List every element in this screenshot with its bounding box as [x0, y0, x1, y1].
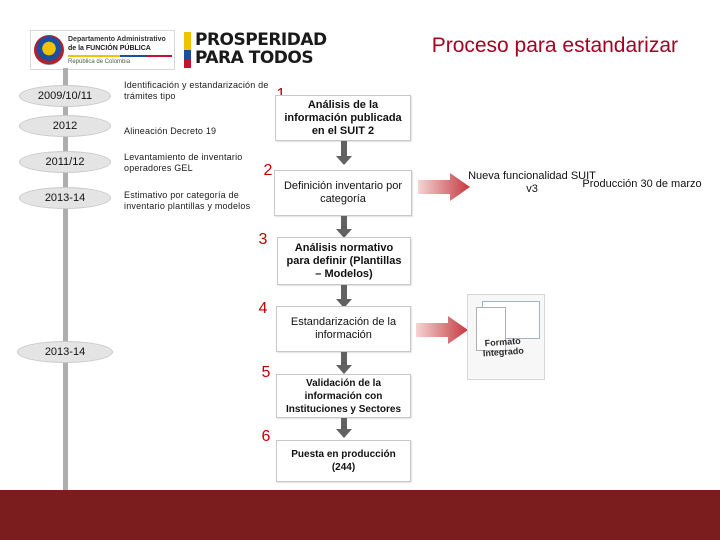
- formato-integrado-image: Formato Integrado: [467, 294, 545, 380]
- step-box: Análisis de la información publicada en …: [275, 95, 411, 141]
- right-arrow-icon: [416, 316, 468, 344]
- flag-stripe: [68, 55, 172, 57]
- flag-stripe-vertical: [184, 32, 191, 68]
- step-box: Análisis normativo para definir (Plantil…: [277, 237, 411, 285]
- nueva-funcionalidad-label: Nueva funcionalidad SUIT v3: [468, 170, 596, 195]
- milestone-text: Estimativo por categoría de inventario p…: [124, 190, 251, 211]
- campaign-logo-line2: PARA TODOS: [195, 48, 314, 68]
- right-arrow-icon: [418, 173, 470, 201]
- year-badge: 2009/10/11: [19, 85, 111, 107]
- formato-integrado-stamp: Formato Integrado: [482, 335, 525, 359]
- flow-arrow: [336, 352, 352, 374]
- step-box: Puesta en producción (244): [276, 440, 411, 482]
- coat-of-arms-icon: [34, 35, 64, 65]
- flow-arrow: [336, 216, 352, 238]
- milestone-text: Identificación y estandarización de trám…: [124, 80, 269, 101]
- step-number: 3: [253, 231, 273, 249]
- slide-title: Proceso para estandarizar: [431, 34, 678, 57]
- flow-arrow: [336, 141, 352, 165]
- step-number: 2: [258, 162, 278, 180]
- timeline-line: [63, 68, 68, 495]
- step-box: Estandarización de la información: [276, 306, 411, 352]
- year-badge: 2012: [19, 115, 111, 137]
- flow-arrow: [336, 285, 352, 308]
- step-number: 6: [256, 428, 276, 446]
- step-number: 5: [256, 364, 276, 382]
- function-publica-logo: Departamento Administrativo de la FUNCIÓ…: [30, 30, 175, 70]
- year-badge: 2013-14: [17, 341, 113, 363]
- document-thumbnail: [476, 307, 506, 351]
- step-box: Validación de la información con Institu…: [276, 374, 411, 418]
- gov-logo-line3: República de Colombia: [68, 59, 131, 65]
- gov-logo-line2: de la FUNCIÓN PÚBLICA: [68, 45, 151, 52]
- milestone-text: Alineación Decreto 19: [124, 126, 217, 136]
- year-badge: 2011/12: [19, 151, 111, 173]
- milestone-text: Levantamiento de inventario operadores G…: [124, 152, 243, 173]
- flow-arrow: [336, 418, 352, 438]
- year-badge: 2013-14: [19, 187, 111, 209]
- gov-logo-line1: Departamento Administrativo: [68, 36, 166, 43]
- produccion-label: Producción 30 de marzo: [582, 178, 702, 190]
- footer-bar: [0, 490, 720, 540]
- prosperidad-logo: PROSPERIDAD PARA TODOS: [184, 28, 327, 72]
- step-box: Definición inventario por categoría: [274, 170, 412, 216]
- step-number: 4: [253, 300, 273, 318]
- campaign-logo-line1: PROSPERIDAD: [195, 30, 327, 50]
